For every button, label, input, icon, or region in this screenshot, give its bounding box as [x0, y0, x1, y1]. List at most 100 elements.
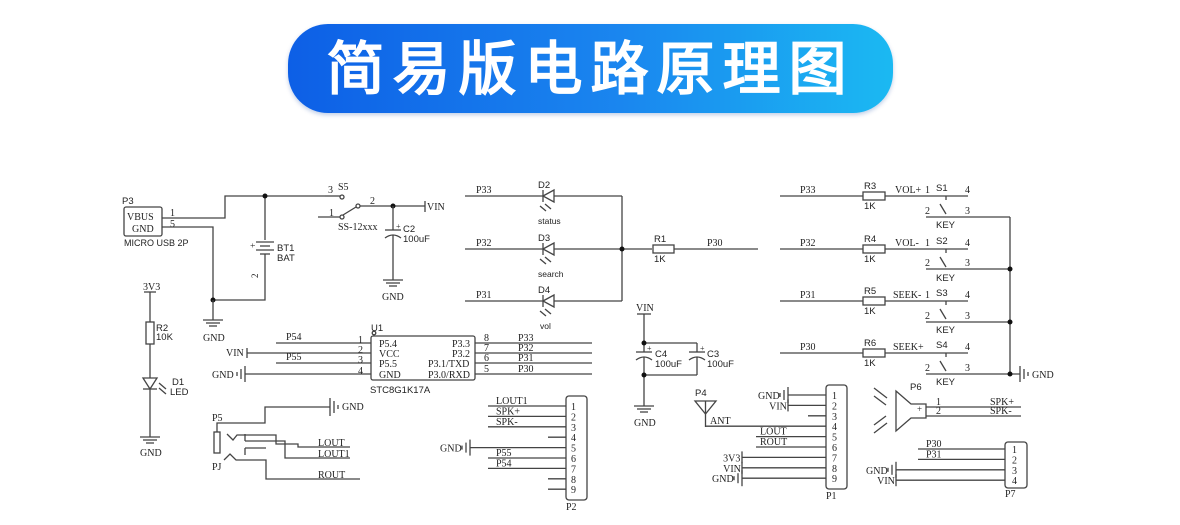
svg-text:VOL-: VOL-	[895, 238, 919, 249]
pin-number: 2	[571, 412, 576, 423]
svg-text:P30: P30	[800, 342, 816, 353]
switch-s5: 3 S5 1 2 SS-12xxx	[318, 182, 377, 233]
svg-text:P31: P31	[800, 290, 816, 301]
usb-pin5-num: 5	[170, 219, 175, 230]
junction	[262, 193, 268, 199]
svg-text:P5: P5	[212, 413, 223, 424]
svg-text:P3.1/TXD: P3.1/TXD	[428, 359, 469, 370]
capacitors-c3-c4: VIN + C4 100uF + C3 100uF GND	[634, 303, 734, 429]
svg-text:4: 4	[965, 342, 970, 353]
usb-pin1-num: 1	[170, 208, 175, 219]
resistor-r1	[652, 244, 675, 254]
svg-text:2: 2	[925, 206, 930, 217]
net-label: GND	[712, 474, 734, 485]
svg-text:4: 4	[965, 185, 970, 196]
usb-pin-vbus: VBUS	[127, 212, 154, 223]
c2-value: 100uF	[403, 234, 430, 245]
key-s1: P33 R3 1K VOL+ 1 S1 4 2 3 KEY	[780, 181, 1010, 231]
svg-text:PJ: PJ	[212, 462, 222, 473]
svg-text:P32: P32	[476, 238, 492, 249]
svg-text:+: +	[248, 243, 258, 248]
pin-number: 1	[832, 391, 837, 402]
net-label: VIN	[723, 464, 741, 475]
svg-text:3: 3	[965, 258, 970, 269]
key-s2: P32 R4 1K VOL- 1 S2 4 2 3 KEY	[780, 234, 1010, 284]
net-label: P54	[496, 458, 512, 469]
svg-text:8: 8	[484, 333, 489, 344]
net-label: ANT	[710, 416, 731, 427]
pin-number: 6	[571, 454, 576, 465]
svg-text:SPK-: SPK-	[990, 406, 1012, 417]
svg-text:+: +	[396, 222, 401, 231]
led-group: P33 D2 status P32 D3 search P31 D4 vol R…	[465, 180, 758, 331]
key-s3: P31 R5 1K SEEK- 1 S3 4 2 3 KEY	[780, 286, 1010, 336]
capacitor-c2: + C2 100uF GND	[382, 206, 430, 303]
svg-text:P31: P31	[518, 353, 534, 364]
svg-text:2: 2	[925, 363, 930, 374]
net-label: VIN	[877, 476, 895, 487]
svg-text:P2: P2	[566, 502, 577, 513]
pin-number: 3	[1012, 466, 1017, 477]
svg-text:5: 5	[484, 364, 489, 375]
led-d4	[541, 293, 555, 309]
key-group: P33 R3 1K VOL+ 1 S1 4 2 3 KEY P32 R4 1K …	[780, 181, 1054, 388]
net-label: GND	[758, 391, 780, 402]
svg-text:3V3: 3V3	[143, 282, 160, 293]
page-title: 简易版电路原理图	[326, 34, 855, 103]
led-d3	[541, 241, 555, 257]
connector-p2: P2	[565, 395, 588, 513]
svg-text:4: 4	[358, 366, 363, 377]
svg-text:100uF: 100uF	[655, 359, 682, 370]
svg-text:3: 3	[328, 185, 333, 196]
mcu-part: STC8G1K17A	[370, 385, 431, 396]
svg-text:LOUT1: LOUT1	[318, 449, 350, 460]
connector-p7: P7	[1004, 441, 1028, 500]
svg-text:GND: GND	[379, 370, 401, 381]
svg-text:vol: vol	[540, 321, 551, 331]
svg-text:2: 2	[370, 196, 375, 207]
pin-number: 7	[832, 453, 837, 464]
wire-vbus	[162, 195, 325, 219]
svg-text:SEEK+: SEEK+	[893, 342, 924, 353]
usb-part: MICRO USB 2P	[124, 238, 189, 248]
svg-text:1K: 1K	[864, 201, 876, 212]
pin-number: 9	[832, 474, 837, 485]
mcu-body	[370, 335, 476, 381]
svg-text:1: 1	[925, 238, 930, 249]
usb-ref: P3	[122, 196, 134, 207]
svg-text:VIN: VIN	[636, 303, 654, 314]
svg-text:P1: P1	[826, 491, 837, 502]
net-label: 3V3	[723, 453, 740, 464]
svg-text:3: 3	[965, 363, 970, 374]
c2-ref: C2	[403, 224, 415, 235]
net-label: P31	[926, 449, 942, 460]
battery-value: BAT	[277, 253, 295, 264]
net-label: ROUT	[760, 437, 787, 448]
pin-number: 8	[832, 464, 837, 475]
pin-number: 3	[832, 412, 837, 423]
net-label: SPK-	[496, 417, 518, 428]
svg-text:1K: 1K	[864, 306, 876, 317]
svg-text:LOUT: LOUT	[318, 438, 345, 449]
svg-text:1K: 1K	[864, 254, 876, 265]
svg-text:P33: P33	[800, 185, 816, 196]
svg-text:3: 3	[965, 206, 970, 217]
svg-text:3: 3	[965, 311, 970, 322]
mcu-u1: U1 STC8G1K17A P54 1 P5.4 VIN 2 VCC P55 3…	[212, 323, 592, 396]
pin-number: 2	[1012, 455, 1017, 466]
net-label: LOUT1	[496, 396, 528, 407]
svg-text:2: 2	[925, 311, 930, 322]
ground-symbol: GND	[203, 300, 225, 344]
resistor-r2	[145, 321, 155, 345]
svg-text:P55: P55	[286, 352, 302, 363]
pin-number: 6	[832, 443, 837, 454]
net-label: VIN	[769, 401, 787, 412]
svg-text:KEY: KEY	[936, 273, 956, 284]
svg-text:GND: GND	[342, 402, 364, 413]
pin-number: 9	[571, 485, 576, 496]
svg-text:4: 4	[965, 290, 970, 301]
antenna-p4: P4	[693, 388, 718, 427]
svg-text:+: +	[700, 344, 705, 353]
power-led-circuit: 3V3 R2 10K D1 LED GND	[140, 282, 189, 459]
svg-text:P33: P33	[518, 333, 534, 344]
